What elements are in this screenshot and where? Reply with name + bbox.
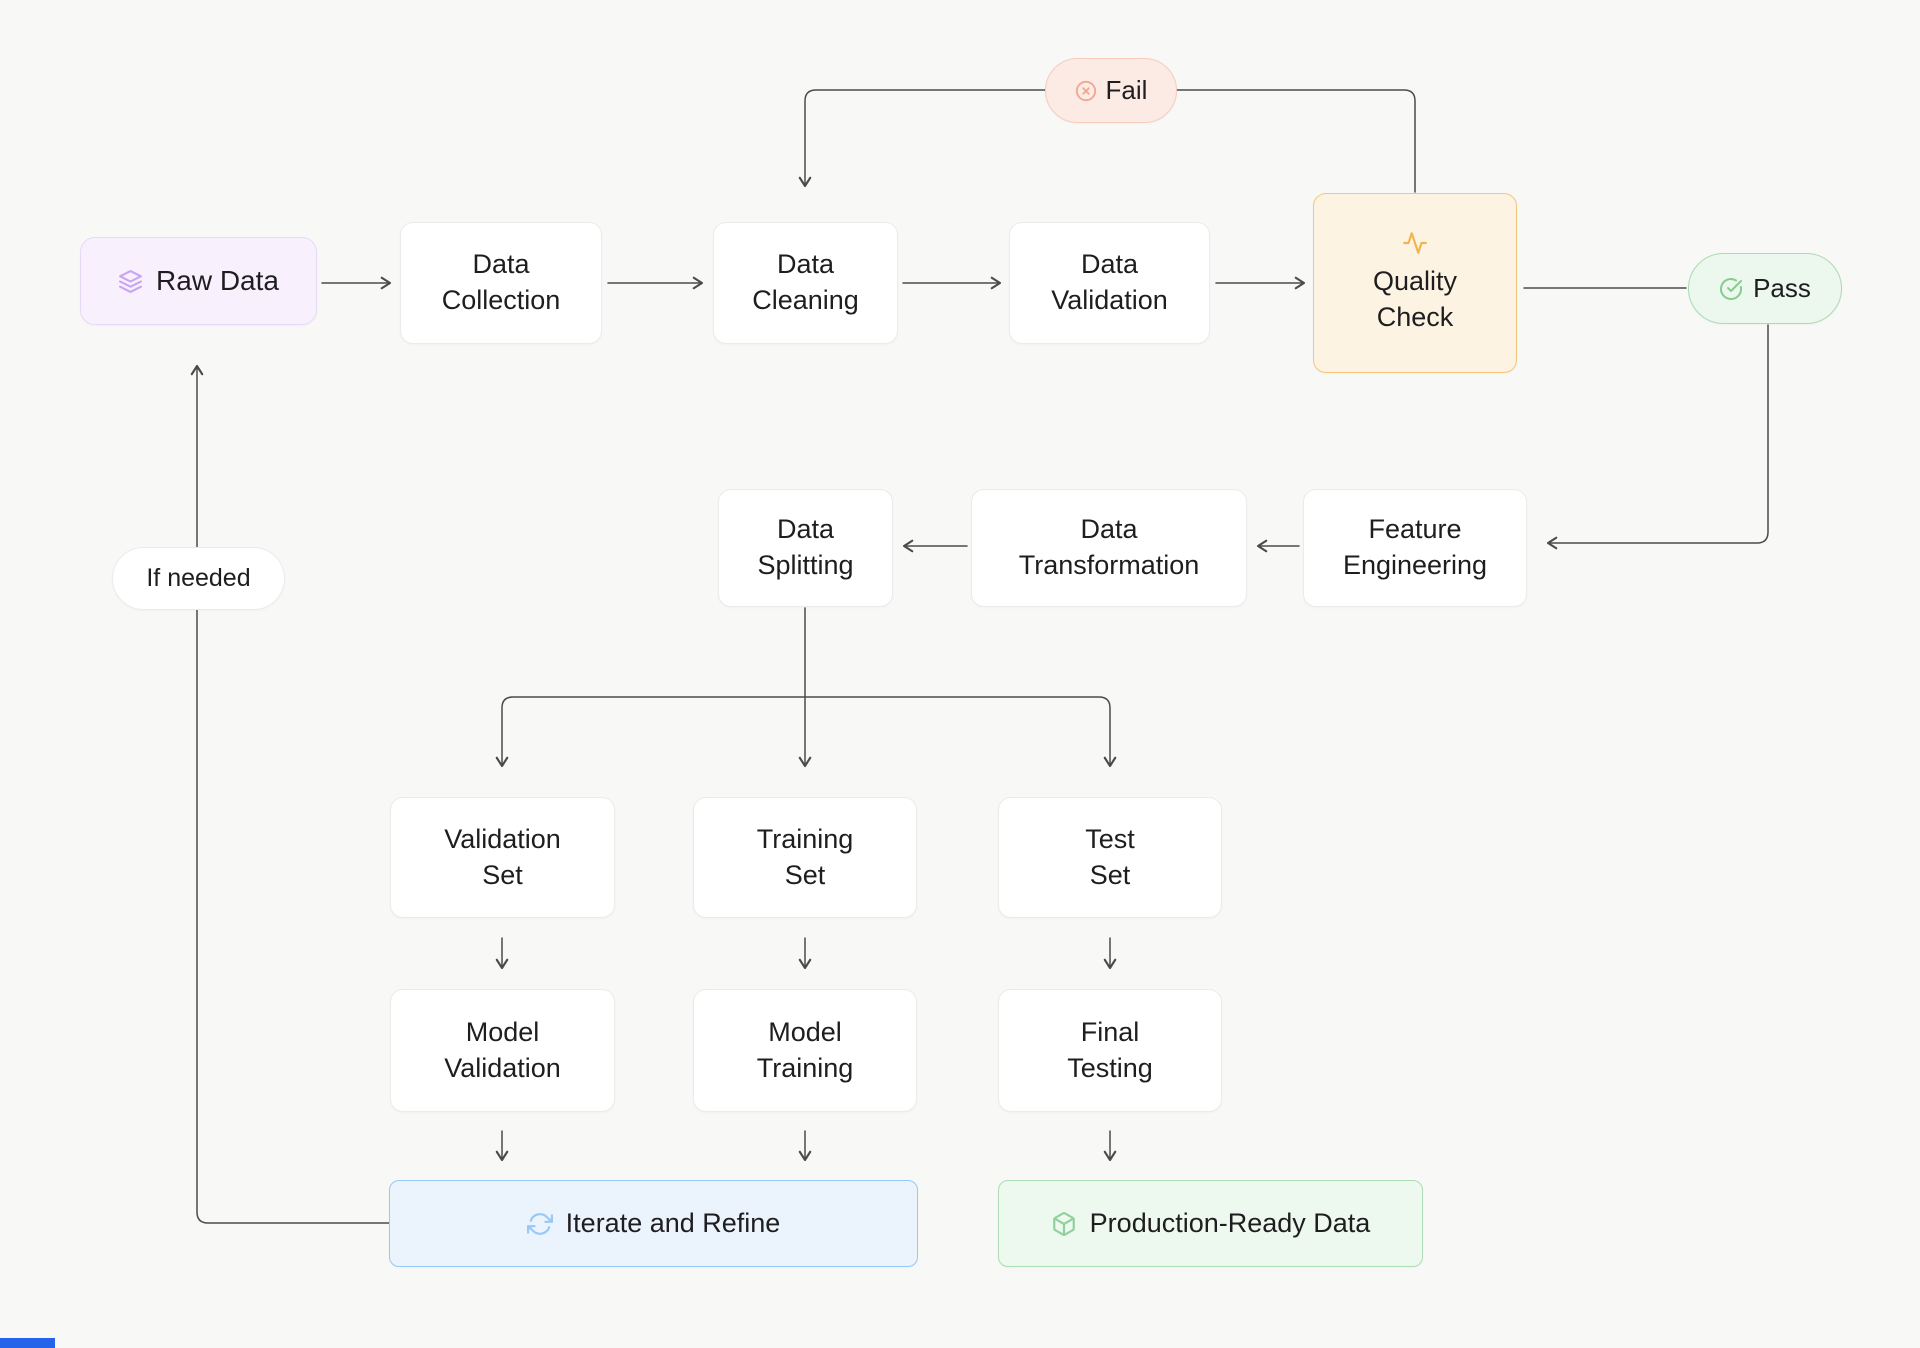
refresh-icon [526, 1212, 553, 1235]
fail-badge[interactable]: Fail [1045, 58, 1177, 123]
node-label: Model Training [756, 1016, 854, 1083]
edge-pass-to-feature-engineering [1546, 324, 1769, 550]
if-needed-badge[interactable]: If needed [112, 547, 285, 610]
activity-icon [1403, 232, 1427, 254]
node-data-collection[interactable]: Data Collection [400, 222, 602, 344]
node-quality-check[interactable]: Quality Check [1313, 193, 1517, 373]
node-label: Model Validation [444, 1016, 561, 1083]
node-label: Test Set [1085, 823, 1135, 890]
node-label: Training Set [756, 823, 854, 890]
badge-label: If needed [146, 563, 251, 592]
node-label: Iterate and Refine [565, 1207, 781, 1238]
node-label: Data Transformation [1018, 514, 1200, 580]
package-icon [1052, 1211, 1075, 1236]
node-label: Data Collection [441, 249, 561, 315]
node-label: Data Cleaning [752, 249, 859, 315]
node-label: Quality Check [1372, 266, 1458, 332]
node-raw-data[interactable]: Raw Data [80, 237, 317, 325]
node-data-transformation[interactable]: Data Transformation [971, 489, 1247, 607]
node-label: Data Splitting [757, 514, 854, 580]
edge-iterate-to-raw-data [190, 364, 390, 1224]
badge-label: Pass [1753, 273, 1811, 304]
node-data-cleaning[interactable]: Data Cleaning [713, 222, 898, 344]
bottom-left-accent-strip [0, 1338, 55, 1348]
edge-splitting-to-validation-set [495, 696, 806, 768]
node-label: Raw Data [156, 265, 279, 297]
circle-x-icon [1075, 80, 1096, 101]
node-label: Final Testing [1067, 1016, 1153, 1083]
layers-icon [119, 269, 142, 293]
node-production-ready-data[interactable]: Production-Ready Data [998, 1180, 1423, 1267]
badge-label: Fail [1105, 75, 1148, 106]
node-training-set[interactable]: Training Set [693, 797, 917, 918]
edge-splitting-to-test-set [804, 696, 1117, 768]
circle-check-icon [1720, 277, 1743, 300]
node-data-validation[interactable]: Data Validation [1009, 222, 1210, 344]
node-data-splitting[interactable]: Data Splitting [718, 489, 893, 607]
node-model-training[interactable]: Model Training [693, 989, 917, 1112]
node-feature-engineering[interactable]: Feature Engineering [1303, 489, 1527, 607]
node-label: Data Validation [1051, 249, 1168, 315]
node-final-testing[interactable]: Final Testing [998, 989, 1222, 1112]
node-label: Feature Engineering [1342, 514, 1488, 580]
node-model-validation[interactable]: Model Validation [390, 989, 615, 1112]
node-test-set[interactable]: Test Set [998, 797, 1222, 918]
pass-badge[interactable]: Pass [1688, 253, 1842, 324]
node-label: Validation Set [444, 823, 561, 890]
node-label: Production-Ready Data [1089, 1207, 1371, 1238]
node-validation-set[interactable]: Validation Set [390, 797, 615, 918]
node-iterate-and-refine[interactable]: Iterate and Refine [389, 1180, 918, 1267]
